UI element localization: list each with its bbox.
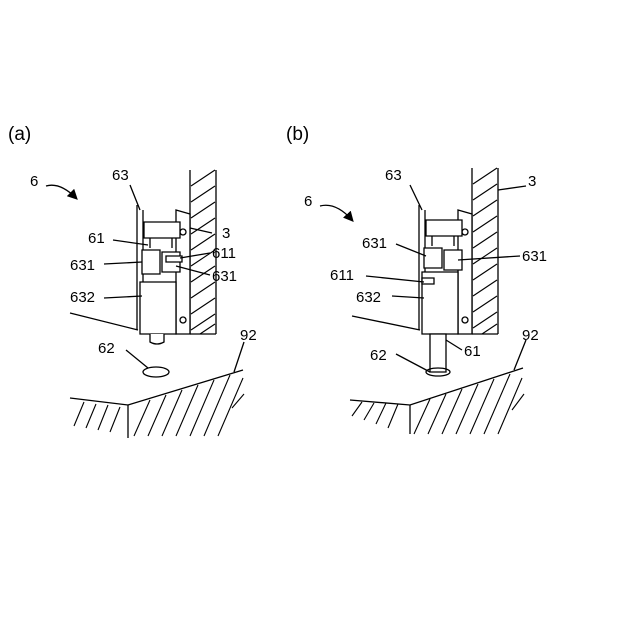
hole-62-a (143, 367, 169, 377)
panel-b: (b) 6 (286, 124, 547, 434)
base-edge-b (352, 316, 420, 330)
label-rail-right-a: 631 (212, 268, 237, 285)
label-wall-b: 3 (528, 173, 536, 190)
assembly-arrow-a (46, 185, 76, 198)
pin-61-b (430, 334, 446, 372)
leader-611-b (366, 276, 424, 282)
pin-tab-611-b (422, 278, 434, 284)
base-edge-a (70, 313, 138, 330)
label-assembly-b: 6 (304, 193, 312, 210)
panel-a-label: (a) (8, 124, 31, 145)
leader-632-a (104, 296, 142, 298)
leader-631-left-b (396, 244, 426, 256)
leader-63-a (130, 185, 140, 210)
upper-rail-631-a (144, 222, 180, 238)
assembly-arrow-b (320, 205, 352, 220)
label-pin-tab-b: 611 (330, 267, 354, 284)
pin-61-a (150, 334, 164, 344)
leader-3-b (498, 186, 526, 190)
label-floor-b: 92 (522, 327, 539, 344)
block-632-a (140, 282, 176, 334)
wall-3-b (472, 168, 498, 334)
label-guide-b: 63 (385, 167, 402, 184)
leader-62-b (396, 354, 430, 372)
upper-rail-631-b (426, 220, 462, 236)
rail-posts-a (150, 238, 172, 248)
panel-b-label: (b) (286, 124, 309, 145)
floor-92-a (70, 370, 244, 438)
rail-left-631-a (142, 250, 160, 274)
leader-631-left-a (104, 262, 142, 264)
label-rail-left-a: 631 (70, 257, 95, 274)
label-wall-a: 3 (222, 225, 230, 242)
rail-posts-b (432, 236, 454, 246)
pin-tab-611-a (166, 256, 182, 262)
label-hole-a: 62 (98, 340, 115, 357)
label-assembly-a: 6 (30, 173, 38, 190)
label-block-b: 632 (356, 289, 381, 306)
leader-63-b (410, 185, 422, 210)
label-rail-right-b: 631 (522, 248, 547, 265)
label-rail-left-b: 631 (362, 235, 387, 252)
label-pin-tab-a: 611 (212, 245, 236, 262)
panel-a: (a) 6 (8, 124, 257, 438)
rail-left-631-b (424, 248, 442, 268)
label-pin-a: 61 (88, 230, 105, 247)
label-floor-a: 92 (240, 327, 257, 344)
leader-92-a (234, 342, 244, 372)
leader-61-b (446, 340, 462, 350)
label-hole-b: 62 (370, 347, 387, 364)
label-block-a: 632 (70, 289, 95, 306)
leader-92-b (514, 340, 526, 370)
label-pin-b: 61 (464, 343, 481, 360)
label-guide-a: 63 (112, 167, 129, 184)
floor-92-b (350, 368, 524, 434)
leader-62-a (126, 350, 148, 368)
